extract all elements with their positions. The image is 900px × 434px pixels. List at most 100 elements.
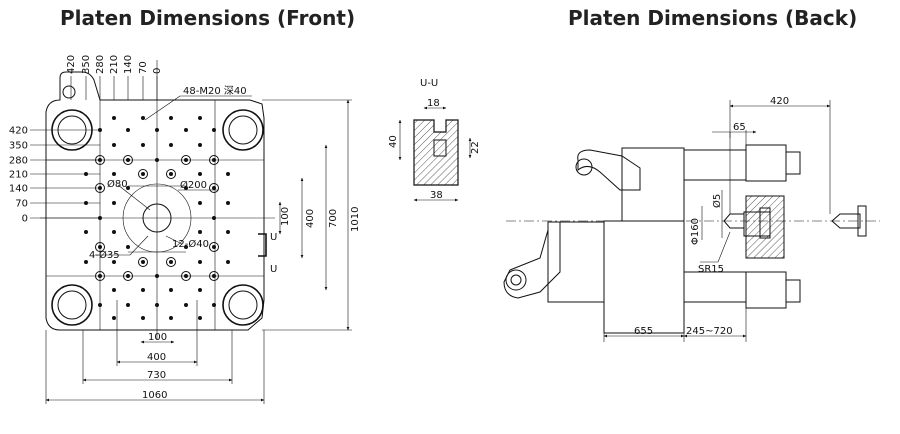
section-dim-bottom: 38 — [430, 190, 443, 201]
tapped-hole — [226, 230, 230, 234]
left-tick-label: 210 — [9, 170, 28, 181]
dim-right-1010: 1010 — [350, 207, 361, 232]
tapped-hole — [98, 245, 102, 249]
ejector-hole — [123, 271, 133, 281]
left-tick-label: 420 — [9, 126, 28, 137]
dim-bottom-400: 400 — [147, 352, 166, 363]
u-mark-bottom: U — [270, 264, 277, 275]
tapped-hole — [155, 128, 159, 132]
top-tick-label: 140 — [123, 55, 134, 74]
tapped-hole — [126, 158, 130, 162]
left-tick-label: 0 — [22, 214, 28, 225]
back-dim-stroke: 245~720 — [686, 326, 733, 337]
tapped-hole — [184, 186, 188, 190]
tapped-hole — [141, 116, 145, 120]
tapped-hole — [112, 316, 116, 320]
section-dim-left: 40 — [388, 135, 399, 148]
ejector-hole — [181, 155, 191, 165]
tapped-hole — [112, 172, 116, 176]
ejector-hole — [138, 257, 148, 267]
back-dim-65: 65 — [733, 122, 746, 133]
dim-right-400: 400 — [305, 209, 316, 228]
tapped-hole — [98, 274, 102, 278]
tapped-hole — [84, 260, 88, 264]
tapped-hole — [184, 128, 188, 132]
hook-hole — [62, 85, 76, 99]
tapped-hole — [112, 143, 116, 147]
label-d35: 4-Ø35 — [89, 249, 120, 261]
tapped-hole — [169, 288, 173, 292]
top-tick-label: 420 — [66, 55, 77, 74]
tapped-hole — [226, 201, 230, 205]
dim-right-100: 100 — [280, 207, 291, 226]
ejector-hole — [138, 169, 148, 179]
section-title: U-U — [420, 78, 438, 89]
tapped-hole — [198, 143, 202, 147]
label-tapped: 48-M20 深40 — [183, 85, 247, 97]
tapped-hole — [126, 303, 130, 307]
tapped-hole — [198, 116, 202, 120]
left-tick-label: 140 — [9, 184, 28, 195]
left-tick-label: 70 — [15, 199, 28, 210]
tapped-hole — [112, 260, 116, 264]
tapped-hole — [155, 303, 159, 307]
ejector-hole — [209, 242, 219, 252]
tapped-hole — [141, 143, 145, 147]
tapped-hole — [226, 172, 230, 176]
title-back: Platen Dimensions (Back) — [568, 6, 858, 30]
tapped-hole — [141, 172, 145, 176]
tapped-hole — [112, 288, 116, 292]
label-d40: 12-Ø40 — [172, 238, 209, 250]
tapped-hole — [184, 245, 188, 249]
tapped-hole — [198, 316, 202, 320]
tapped-hole — [141, 260, 145, 264]
tapped-hole — [141, 288, 145, 292]
section-dim-top: 18 — [427, 98, 440, 109]
top-tick-label: 0 — [152, 68, 163, 74]
tie-bar-holes — [51, 109, 264, 326]
tapped-hole — [212, 186, 216, 190]
tapped-hole — [198, 288, 202, 292]
tapped-hole — [112, 201, 116, 205]
tapped-hole — [198, 260, 202, 264]
ejector-hole — [123, 155, 133, 165]
tapped-hole — [212, 216, 216, 220]
tapped-hole — [169, 316, 173, 320]
tapped-hole — [84, 230, 88, 234]
tapped-hole — [212, 245, 216, 249]
tapped-hole-grid — [84, 116, 230, 320]
ejector-hole — [209, 155, 219, 165]
tapped-hole — [141, 316, 145, 320]
front-platen-outline — [45, 71, 265, 331]
tapped-hole — [184, 303, 188, 307]
label-d80: Ø80 — [107, 178, 128, 190]
tapped-hole — [169, 116, 173, 120]
tapped-hole — [169, 172, 173, 176]
ejector-hole — [95, 271, 105, 281]
tapped-hole — [226, 260, 230, 264]
left-tick-label: 280 — [9, 156, 28, 167]
tapped-hole — [112, 230, 116, 234]
back-dim-sr15: SR15 — [698, 264, 724, 275]
top-tick-label: 350 — [81, 55, 92, 74]
tapped-hole — [169, 143, 173, 147]
ejector-hole — [209, 183, 219, 193]
u-mark-top: U — [270, 232, 277, 243]
dim-bottom-730: 730 — [147, 370, 166, 381]
t-slots — [46, 100, 264, 330]
ejector-hole — [166, 257, 176, 267]
back-dim-d160: Φ160 — [690, 218, 701, 245]
section-dim-right: 22 — [470, 141, 481, 154]
title-front: Platen Dimensions (Front) — [60, 6, 356, 30]
tapped-hole — [126, 186, 130, 190]
ejector-hole — [166, 169, 176, 179]
tapped-hole — [212, 274, 216, 278]
tapped-hole — [212, 303, 216, 307]
tapped-hole — [212, 158, 216, 162]
top-tick-label: 210 — [109, 55, 120, 74]
tapped-hole — [126, 245, 130, 249]
back-dim-420: 420 — [770, 96, 789, 107]
